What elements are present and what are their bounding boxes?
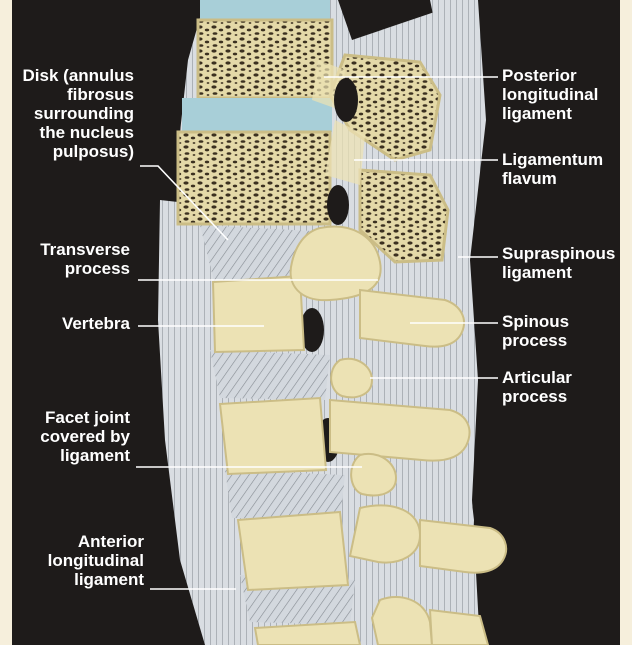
- label-articular-process: Articular process: [502, 368, 620, 406]
- vertebral-body: [213, 276, 304, 352]
- label-anterior-longitudinal-ligament: Anterior longitudinal ligament: [14, 532, 144, 589]
- label-vertebra: Vertebra: [14, 314, 130, 333]
- spinous-process-bone: [420, 520, 506, 573]
- vertebral-body: [238, 512, 348, 590]
- label-spinous-process: Spinous process: [502, 312, 620, 350]
- spinous-process-bone: [330, 400, 469, 461]
- label-ligamentum-flavum: Ligamentum flavum: [502, 150, 620, 188]
- vertebral-body-section: [198, 20, 332, 98]
- label-supraspinous-ligament: Supraspinous ligament: [502, 244, 620, 282]
- disk-top: [200, 0, 330, 20]
- label-facet-joint: Facet joint covered by ligament: [14, 408, 130, 465]
- spinous-process-bone: [350, 506, 420, 563]
- label-transverse-process: Transverse process: [14, 240, 130, 278]
- vertebral-body: [220, 398, 326, 474]
- intervertebral-foramen: [334, 78, 358, 122]
- articular-process-bone: [331, 359, 372, 398]
- disk: [182, 98, 332, 132]
- transverse-process-bone: [291, 227, 381, 301]
- intervertebral-foramen: [327, 185, 349, 225]
- label-disk: Disk (annulus fibrosus surrounding the n…: [14, 66, 134, 161]
- joint-capsule: [210, 350, 330, 400]
- spinous-process-bone: [430, 610, 488, 645]
- label-posterior-longitudinal-ligament: Posterior longitudinal ligament: [502, 66, 620, 123]
